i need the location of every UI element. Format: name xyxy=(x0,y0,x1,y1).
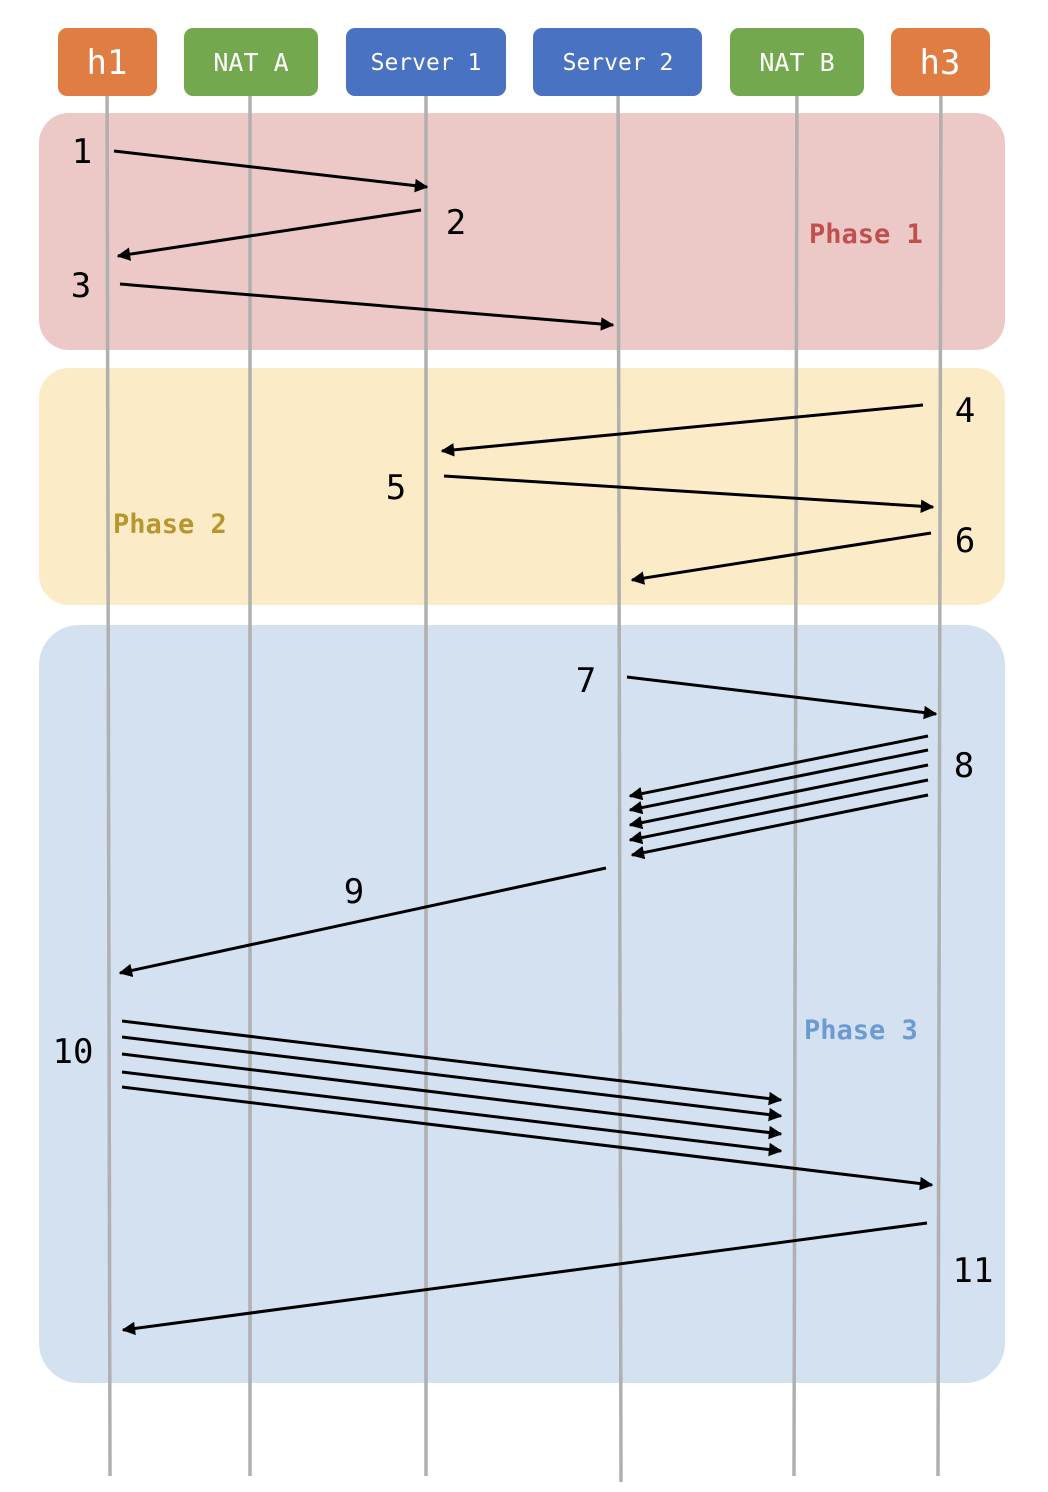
node-h3-label: h3 xyxy=(920,43,961,83)
message-10-arrow-d xyxy=(121,1070,783,1157)
lifeline-server-2 xyxy=(616,61,623,1483)
message-10-arrow-e xyxy=(121,1085,934,1191)
phase-3-label: Phase 3 xyxy=(804,1015,918,1046)
node-nat-a-label: NAT A xyxy=(213,48,288,77)
node-nat-b-label: NAT B xyxy=(759,48,834,77)
phase-1-label: Phase 1 xyxy=(809,219,923,250)
phase-1-box xyxy=(39,113,1005,350)
node-nat-b: NAT B xyxy=(730,28,864,96)
node-h3-box xyxy=(891,28,990,96)
node-server-2-label: Server 2 xyxy=(563,50,674,76)
message-8-arrow-a xyxy=(628,734,929,801)
lifeline-h1 xyxy=(105,61,112,1477)
step-label-10: 10 xyxy=(53,1032,94,1072)
message-3-arrow xyxy=(119,282,615,331)
message-11-arrow xyxy=(121,1221,928,1336)
step-label-2: 2 xyxy=(446,203,466,243)
message-1-arrow xyxy=(113,149,429,193)
node-h1-label: h1 xyxy=(87,43,128,83)
message-10-arrow-b xyxy=(121,1035,783,1122)
node-server-1-box xyxy=(346,28,506,96)
message-10-arrow-c xyxy=(121,1052,783,1140)
step-label-3: 3 xyxy=(71,266,91,306)
node-nat-a-box xyxy=(184,28,318,96)
message-5-arrow xyxy=(443,474,935,513)
node-server-2: Server 2 xyxy=(533,28,702,96)
node-nat-b-box xyxy=(730,28,864,96)
step-label-4: 4 xyxy=(955,391,975,431)
lifeline-h3 xyxy=(936,61,943,1477)
step-labels: 1 2 3 4 5 6 7 8 9 10 11 xyxy=(53,132,994,1291)
step-label-1: 1 xyxy=(72,132,92,172)
messages xyxy=(113,149,938,1336)
step-label-7: 7 xyxy=(576,661,596,701)
node-h1: h1 xyxy=(58,28,157,96)
node-h3: h3 xyxy=(891,28,990,96)
phase-2-label: Phase 2 xyxy=(113,509,227,540)
message-7-arrow xyxy=(626,675,938,720)
step-label-5: 5 xyxy=(386,468,406,508)
message-8-arrow-c xyxy=(628,763,929,830)
node-server-1-label: Server 1 xyxy=(371,50,482,76)
phase-3-box xyxy=(39,625,1005,1383)
step-label-6: 6 xyxy=(955,521,975,561)
step-label-11: 11 xyxy=(953,1251,994,1291)
message-4-arrow xyxy=(440,403,924,457)
message-8-arrow-e xyxy=(630,793,929,860)
message-8-arrow-d xyxy=(628,778,929,845)
step-label-9: 9 xyxy=(344,872,364,912)
node-nat-a: NAT A xyxy=(184,28,318,96)
phase-1-region: Phase 1 xyxy=(39,113,1005,350)
phase-2-region: Phase 2 xyxy=(39,368,1005,605)
phase-2-box xyxy=(39,368,1005,605)
message-8-arrow-b xyxy=(628,748,929,815)
message-2-arrow xyxy=(116,208,422,261)
node-h1-box xyxy=(58,28,157,96)
message-10-arrow-a xyxy=(121,1019,783,1106)
node-server-1: Server 1 xyxy=(346,28,506,96)
node-server-2-box xyxy=(533,28,702,96)
message-6-arrow xyxy=(630,531,932,585)
message-9-arrow xyxy=(118,866,607,978)
phase-3-region: Phase 3 xyxy=(39,625,1005,1383)
step-label-8: 8 xyxy=(954,746,974,786)
